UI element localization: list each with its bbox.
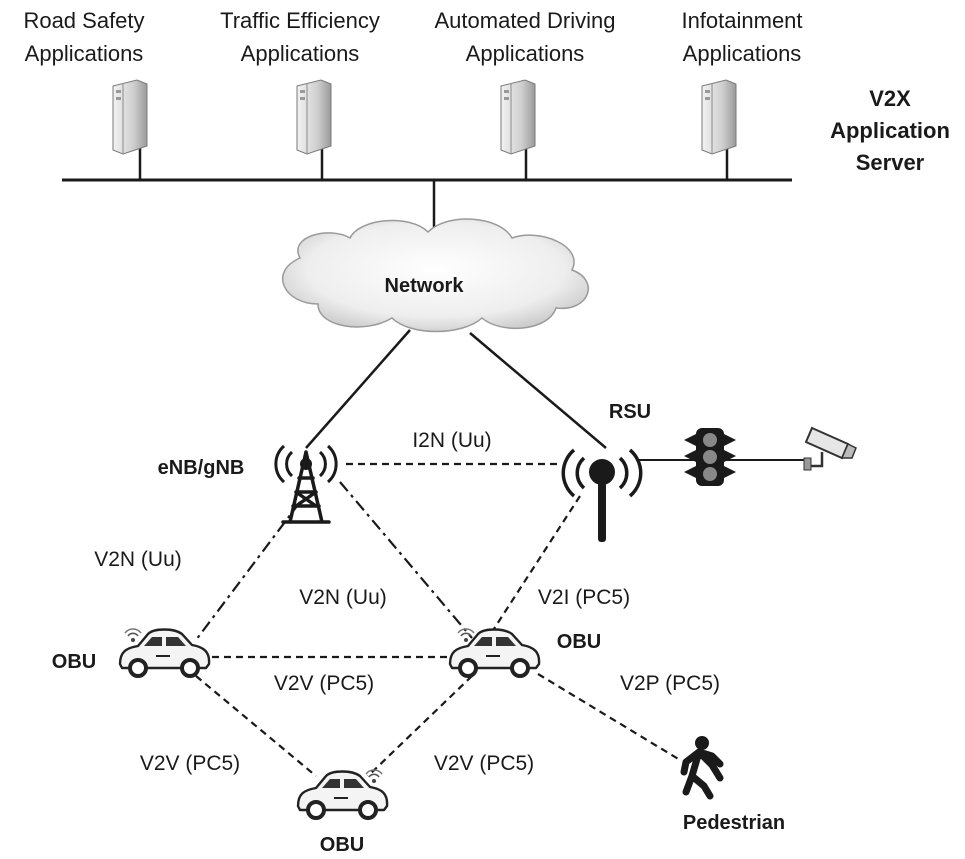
server-icon: [500, 79, 536, 155]
app-label-traffic-efficiency-2: Applications: [241, 41, 360, 66]
app-label-traffic-efficiency-1: Traffic Efficiency: [220, 8, 380, 33]
server-label-2: Application: [830, 118, 950, 143]
camera-icon: [803, 426, 857, 471]
server-icon: [112, 79, 148, 155]
network-label: Network: [385, 275, 465, 297]
server-label-3: Server: [856, 150, 925, 175]
server-icon: [296, 79, 332, 155]
car-icon-obu-left: [118, 627, 212, 678]
rsu-label: RSU: [609, 401, 651, 423]
pedestrian-icon: [680, 736, 724, 800]
v2v-bottom-left-label: V2V (PC5): [140, 752, 240, 775]
server-label-1: V2X: [869, 86, 911, 111]
traffic-light-icon: [684, 428, 736, 486]
server-icon: [701, 79, 737, 155]
obu-right-label: OBU: [557, 631, 601, 653]
v2p-link: [537, 673, 681, 761]
obu-bottom-label: OBU: [320, 834, 364, 856]
tower-icon: [274, 444, 338, 524]
app-label-automated-driving-2: Applications: [466, 41, 585, 66]
i2n-label: I2N (Uu): [412, 429, 491, 452]
app-label-infotainment-2: Applications: [683, 41, 802, 66]
app-label-road-safety-1: Road Safety: [23, 8, 144, 33]
network-to-rsu-line: [469, 332, 607, 449]
v2v-bottom-left-link: [195, 675, 317, 777]
v2n-center-label: V2N (Uu): [299, 586, 387, 609]
v2n-left-label: V2N (Uu): [94, 548, 182, 571]
rsu-antenna-icon: [561, 448, 643, 542]
v2v-top-label: V2V (PC5): [274, 672, 374, 695]
app-label-infotainment-1: Infotainment: [681, 8, 802, 33]
v2v-bottom-right-label: V2V (PC5): [434, 752, 534, 775]
wifi-icon: [365, 769, 383, 784]
v2i-link: [487, 495, 581, 639]
enb-gnb-label: eNB/gNB: [158, 457, 245, 479]
car-icon-obu-right: [448, 627, 542, 678]
v2i-label: V2I (PC5): [538, 586, 630, 609]
app-label-automated-driving-1: Automated Driving: [435, 8, 616, 33]
network-to-enb-line: [305, 329, 411, 449]
pedestrian-label: Pedestrian: [683, 812, 785, 834]
v2n-center-link: [339, 481, 473, 639]
network-cloud-icon: [281, 218, 589, 333]
wifi-icon: [124, 628, 142, 643]
obu-left-label: OBU: [52, 651, 96, 673]
v2p-label: V2P (PC5): [620, 672, 720, 695]
car-icon-obu-bottom: [296, 769, 390, 820]
v2n-left-link: [195, 501, 301, 641]
v2v-bottom-right-link: [367, 675, 473, 777]
app-label-road-safety-2: Applications: [25, 41, 144, 66]
